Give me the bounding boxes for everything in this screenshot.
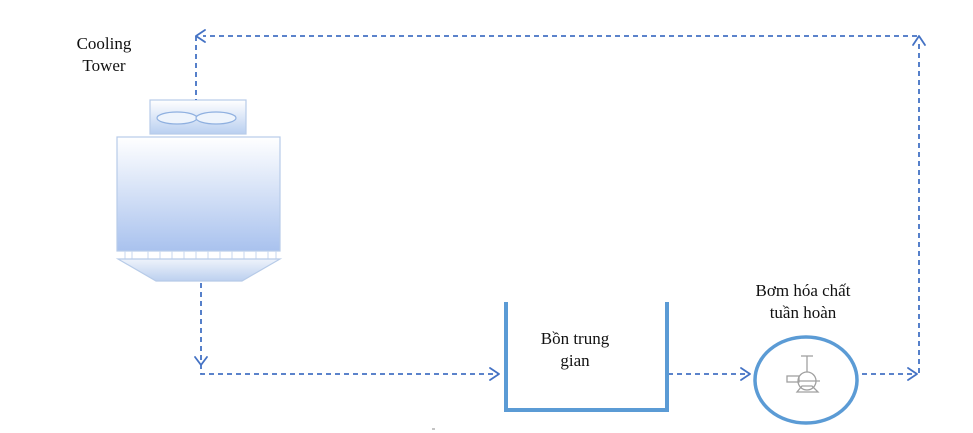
- pump-impeller-icon: [786, 355, 820, 393]
- arrow-right-tank-inlet: [489, 367, 500, 381]
- tower-louvers: [124, 251, 277, 259]
- arrow-down-tower-outlet: [194, 356, 208, 366]
- circulation-pump-label-line1: Bơm hóa chất: [755, 281, 851, 300]
- intermediate-tank: [504, 302, 669, 412]
- tower-body: [116, 136, 281, 252]
- intermediate-tank-label-line2: gian: [560, 351, 590, 370]
- cooling-tower-label-line2: Tower: [82, 56, 126, 75]
- pump-body: [753, 335, 859, 425]
- tower-fan-left: [156, 111, 198, 125]
- cooling-tower-icon: [115, 99, 283, 282]
- circulation-pump: [753, 335, 859, 425]
- circulation-pump-label: Bơm hóa chất tuần hoàn: [738, 280, 868, 324]
- intermediate-tank-label-line1: Bồn trung: [540, 329, 610, 348]
- tower-fan-right: [195, 111, 237, 125]
- flow-tower-to-tank: [200, 283, 498, 375]
- flow-lines: [195, 35, 920, 375]
- arrow-icon: [194, 29, 926, 381]
- arrow-right-pump-outlet: [907, 367, 918, 381]
- arrow-left-return: [195, 29, 206, 43]
- cooling-tower-label: Cooling Tower: [66, 33, 142, 77]
- arrow-right-pump-inlet: [740, 367, 751, 381]
- arrow-up-return: [912, 35, 926, 46]
- tower-basin: [115, 258, 283, 282]
- cooling-tower-label-line1: Cooling: [76, 34, 132, 53]
- intermediate-tank-label: Bồn trung gian: [530, 328, 620, 372]
- circulation-pump-label-line2: tuần hoàn: [769, 303, 837, 322]
